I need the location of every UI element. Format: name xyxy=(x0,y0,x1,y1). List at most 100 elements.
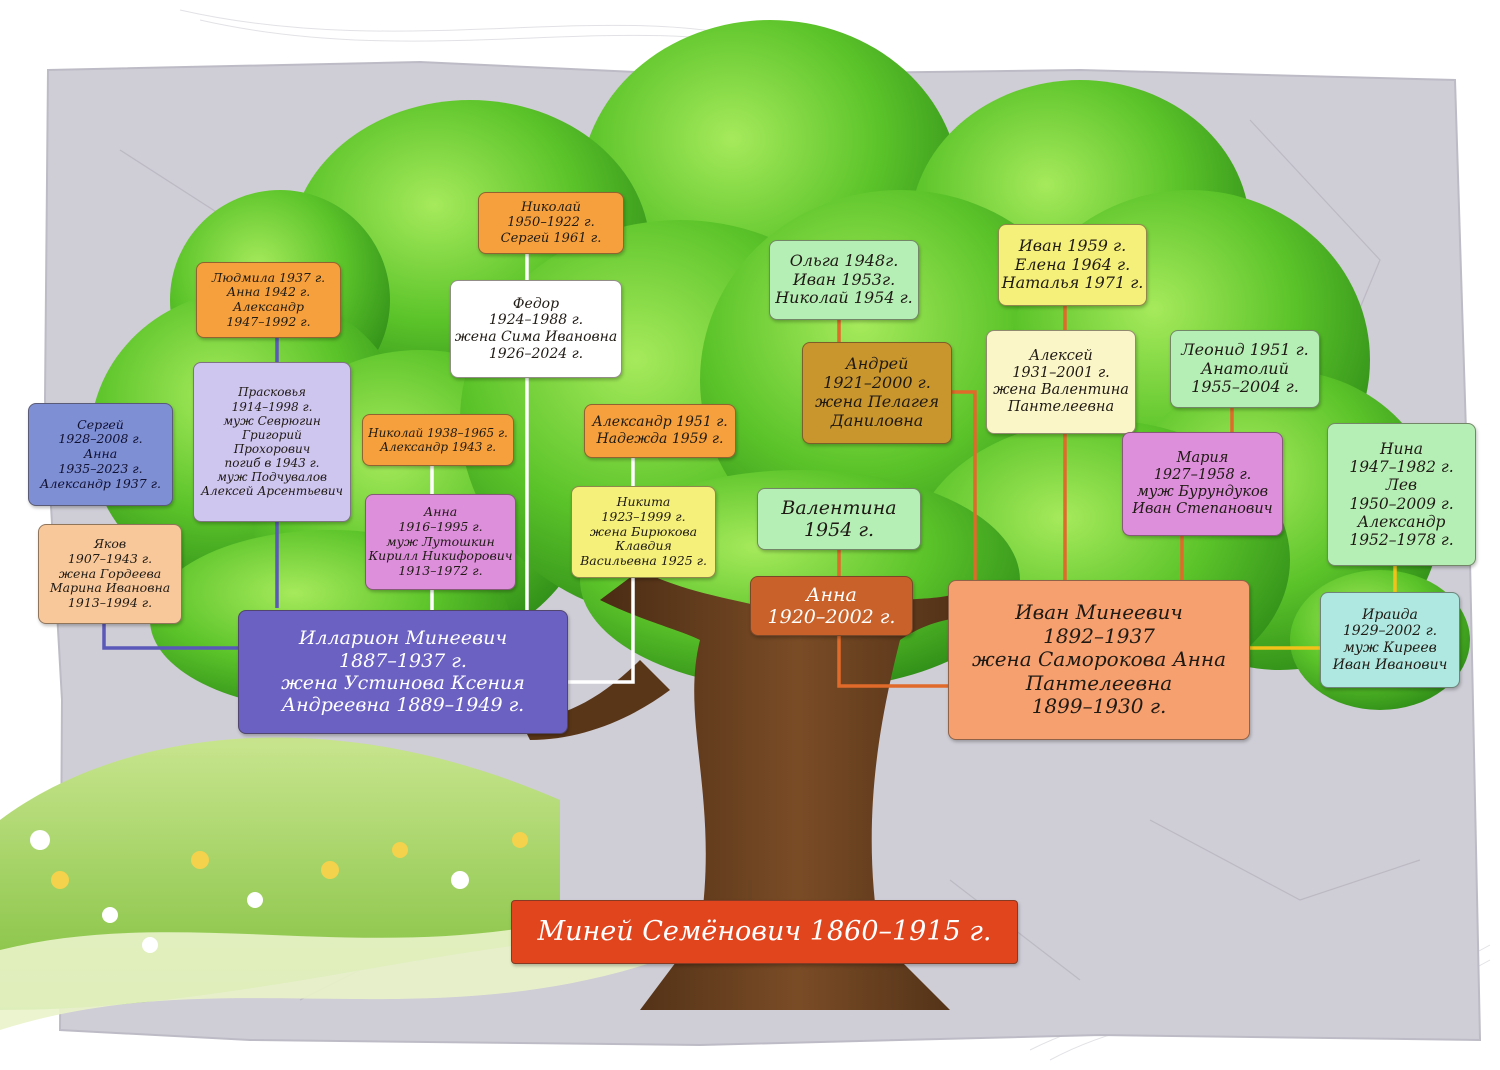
box-line: 1952–1978 г. xyxy=(1349,531,1454,550)
box-line: жена Валентина xyxy=(993,382,1129,398)
box-line: Алексей xyxy=(1029,347,1093,364)
box-line: Леонид 1951 г. xyxy=(1181,339,1309,359)
box-maria: Мария 1927–1958 г. муж Бурундуков Иван С… xyxy=(1122,432,1283,536)
box-line: погиб в 1943 г. xyxy=(224,456,320,471)
box-line: 1892–1937 xyxy=(1043,623,1155,648)
connector-lines xyxy=(102,253,1397,900)
box-line: Ольга 1948г. xyxy=(789,250,899,270)
box-line: 1920–2002 г. xyxy=(767,606,896,628)
box-line: Надежда 1959 г. xyxy=(596,431,724,447)
box-nikolay-1938: Николай 1938–1965 г. Александр 1943 г. xyxy=(362,414,514,466)
box-praskovya: Прасковья 1914–1998 г. муж Севрюгин Григ… xyxy=(193,362,351,522)
box-nikolay-1950: Николай 1950–1922 г. Сергей 1961 г. xyxy=(478,192,624,254)
box-line: 1935–2023 г. xyxy=(58,460,143,476)
box-line: муж Подчувалов xyxy=(216,470,328,485)
box-line: Иван 1953г. xyxy=(792,269,896,289)
box-ivan-1959: Иван 1959 г. Елена 1964 г. Наталья 1971 … xyxy=(998,224,1147,306)
box-line: Пантелеевна xyxy=(1025,670,1173,695)
box-andrey: Андрей 1921–2000 г. жена Пелагея Данилов… xyxy=(802,342,952,444)
box-line: Анатолий xyxy=(1201,358,1289,378)
box-line: 1929–2002 г. xyxy=(1342,623,1438,640)
box-line: Никита xyxy=(616,494,671,510)
box-line: Сергей 1961 г. xyxy=(500,230,602,246)
box-valentina: Валентина 1954 г. xyxy=(757,488,921,550)
box-line: 1950–1922 г. xyxy=(507,215,595,231)
box-line: 1955–2004 г. xyxy=(1191,377,1299,397)
box-line: жена Пелагея xyxy=(814,392,940,411)
box-line: Александр xyxy=(1357,512,1446,531)
box-olga: Ольга 1948г. Иван 1953г. Николай 1954 г. xyxy=(769,240,919,320)
box-line: Андреевна 1889–1949 г. xyxy=(281,694,525,717)
box-line: 1924–1988 г. xyxy=(488,312,584,329)
box-illarion: Илларион Минеевич 1887–1937 г. жена Усти… xyxy=(238,610,568,734)
box-line: Анна xyxy=(83,446,118,462)
box-line: Прасковья xyxy=(238,385,306,400)
box-line: Николай 1938–1965 г. xyxy=(368,425,508,440)
box-line: 1913–1994 г. xyxy=(67,595,153,611)
box-line: 1950–2009 г. xyxy=(1349,494,1454,513)
box-line: жена Сима Ивановна xyxy=(454,329,618,345)
root-box-miney: Миней Семёнович 1860–1915 г. xyxy=(511,900,1018,964)
box-line: 1916–1995 г. xyxy=(398,518,483,534)
box-line: муж Киреев xyxy=(1343,640,1437,656)
box-line: Лев xyxy=(1385,476,1418,495)
box-line: Кирилл Никифорович xyxy=(368,548,513,564)
box-line: Людмила 1937 г. xyxy=(211,269,326,285)
box-line: 1914–1998 г. xyxy=(231,399,313,414)
box-line: Иван Степанович xyxy=(1132,501,1273,518)
box-line: 1927–1958 г. xyxy=(1153,466,1252,483)
box-line: Григорий xyxy=(242,427,302,442)
box-line: Иван Минеевич xyxy=(1015,600,1183,625)
box-line: 1887–1937 г. xyxy=(339,649,467,672)
box-line: 1947–1992 г. xyxy=(226,313,311,329)
box-ivan-mineevich: Иван Минеевич 1892–1937 жена Саморокова … xyxy=(948,580,1250,740)
box-line: Сергей xyxy=(77,416,124,432)
box-line: Яков xyxy=(93,536,127,552)
box-line: Пантелеевна xyxy=(1007,399,1115,416)
box-line: Александр xyxy=(233,299,304,314)
box-line: Елена 1964 г. xyxy=(1014,254,1131,274)
box-line: Валентина xyxy=(781,496,897,519)
meadow-flowers xyxy=(30,830,528,953)
box-nina: Нина 1947–1982 г. Лев 1950–2009 г. Алекс… xyxy=(1327,423,1476,566)
box-line: Даниловна xyxy=(830,410,924,430)
box-lyudmila: Людмила 1937 г. Анна 1942 г. Александр 1… xyxy=(196,262,341,338)
box-line: жена Саморокова Анна xyxy=(971,647,1227,672)
box-line: Николай xyxy=(521,200,581,215)
box-line: 1921–2000 г. xyxy=(823,373,931,393)
box-line: Марина Ивановна xyxy=(49,580,171,596)
box-line: Анна xyxy=(423,504,458,520)
box-line: Ираида xyxy=(1362,606,1418,623)
box-line: 1926–2024 г. xyxy=(488,345,584,362)
box-line: Андрей xyxy=(845,354,909,374)
box-anna-1920: Анна 1920–2002 г. xyxy=(750,576,913,636)
box-line: муж Севрюгин xyxy=(223,413,321,428)
box-line: жена Бирюкова xyxy=(589,523,698,539)
box-line: Нина xyxy=(1380,439,1423,458)
box-line: Александр 1943 г. xyxy=(379,440,497,454)
box-alexey: Алексей 1931–2001 г. жена Валентина Пант… xyxy=(986,330,1136,434)
box-line: 1928–2008 г. xyxy=(58,431,143,447)
box-line: Федор xyxy=(512,295,560,312)
box-nikita: Никита 1923–1999 г. жена Бирюкова Клавди… xyxy=(571,486,716,578)
box-line: жена Гордеева xyxy=(58,565,162,581)
box-line: Прохорович xyxy=(233,442,311,456)
box-line: Николай 1954 г. xyxy=(775,288,913,308)
box-anna-1916: Анна 1916–1995 г. муж Лутошкин Кирилл Ни… xyxy=(365,494,516,590)
box-line: 1899–1930 г. xyxy=(1031,694,1167,719)
box-line: 1931–2001 г. xyxy=(1012,364,1110,381)
box-line: 1907–1943 г. xyxy=(67,550,153,566)
box-line: Иван 1959 г. xyxy=(1018,235,1127,255)
box-line: 1947–1982 г. xyxy=(1349,457,1454,476)
box-line: Александр 1937 г. xyxy=(40,475,161,491)
root-title: Миней Семёнович 1860–1915 г. xyxy=(537,916,992,948)
box-line: Васильевна 1925 г. xyxy=(580,553,707,569)
box-line: 1923–1999 г. xyxy=(601,508,686,524)
box-line: Анна 1942 г. xyxy=(226,284,311,300)
box-line: жена Устинова Ксения xyxy=(281,672,525,694)
box-fedor: Федор 1924–1988 г. жена Сима Ивановна 19… xyxy=(450,280,622,378)
box-line: Клавдия xyxy=(615,538,672,554)
box-line: Наталья 1971 г. xyxy=(1001,273,1144,293)
grass-wave xyxy=(0,900,660,1030)
